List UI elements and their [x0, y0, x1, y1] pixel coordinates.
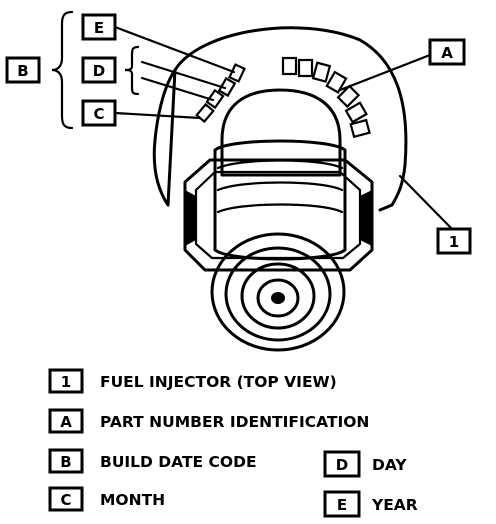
legend-text: MONTH	[100, 491, 165, 509]
bracket-d	[124, 45, 140, 96]
injector-collar	[220, 88, 342, 177]
legend-item-b: B BUILD DATE CODE	[48, 448, 257, 474]
flange-left-shadow	[185, 190, 196, 246]
legend-text: DAY	[372, 456, 407, 474]
legend: 1 FUEL INJECTOR (TOP VIEW) A PART NUMBER…	[48, 368, 418, 518]
legend-text: FUEL INJECTOR (TOP VIEW)	[100, 373, 337, 391]
legend-item-a: A PART NUMBER IDENTIFICATION	[48, 408, 369, 434]
barrel-band-low	[216, 203, 344, 214]
callout-c-label: C	[93, 105, 104, 123]
part-number-marks	[281, 56, 371, 139]
legend-key: 1	[61, 373, 71, 391]
callout-e: E	[81, 13, 236, 74]
legend-text: BUILD DATE CODE	[100, 453, 257, 471]
nozzle-orifice	[256, 278, 300, 318]
legend-item-e: E YEAR	[323, 490, 418, 518]
injector-housing-outline	[152, 26, 408, 212]
callout-a: A	[338, 38, 466, 92]
injector-flange	[183, 158, 374, 272]
callout-d-label: D	[93, 62, 105, 80]
legend-item-c: C MONTH	[48, 486, 165, 512]
legend-key: A	[60, 413, 72, 431]
leader-a	[338, 53, 432, 92]
callout-1-label: 1	[449, 233, 459, 251]
barrel-band-mid	[216, 181, 344, 192]
barrel-band-top	[216, 159, 344, 170]
fuel-injector-illustration	[152, 26, 408, 352]
callout-d: D	[81, 56, 227, 102]
leader-c	[113, 111, 202, 120]
leader-e	[113, 25, 236, 74]
nozzle-second-ring	[224, 246, 332, 342]
legend-text: PART NUMBER IDENTIFICATION	[100, 413, 369, 431]
callout-e-label: E	[94, 19, 104, 37]
legend-item-1: 1 FUEL INJECTOR (TOP VIEW)	[48, 368, 337, 394]
legend-key: B	[60, 453, 71, 471]
callout-b-label: B	[17, 62, 28, 80]
legend-item-d: D DAY	[323, 450, 407, 478]
callout-b: B	[5, 56, 41, 84]
callout-a-label: A	[441, 44, 453, 62]
date-code-marks	[195, 63, 246, 124]
legend-key: C	[60, 491, 71, 509]
flange-right-shadow	[360, 190, 372, 246]
nozzle-third-ring	[240, 262, 316, 330]
legend-text: YEAR	[371, 496, 418, 514]
callout-c: C	[81, 99, 202, 127]
bracket-b	[51, 10, 74, 130]
legend-key: D	[336, 456, 348, 474]
nozzle-outer-ring	[210, 232, 346, 352]
leader-d-1	[140, 60, 227, 90]
leader-1	[398, 174, 454, 231]
callout-1: 1	[398, 174, 472, 255]
injector-flange-inner	[194, 170, 362, 260]
legend-key: E	[337, 496, 347, 514]
injector-barrel	[213, 139, 347, 261]
leader-d-2	[140, 76, 215, 102]
nozzle-orifice-inner	[271, 292, 285, 304]
